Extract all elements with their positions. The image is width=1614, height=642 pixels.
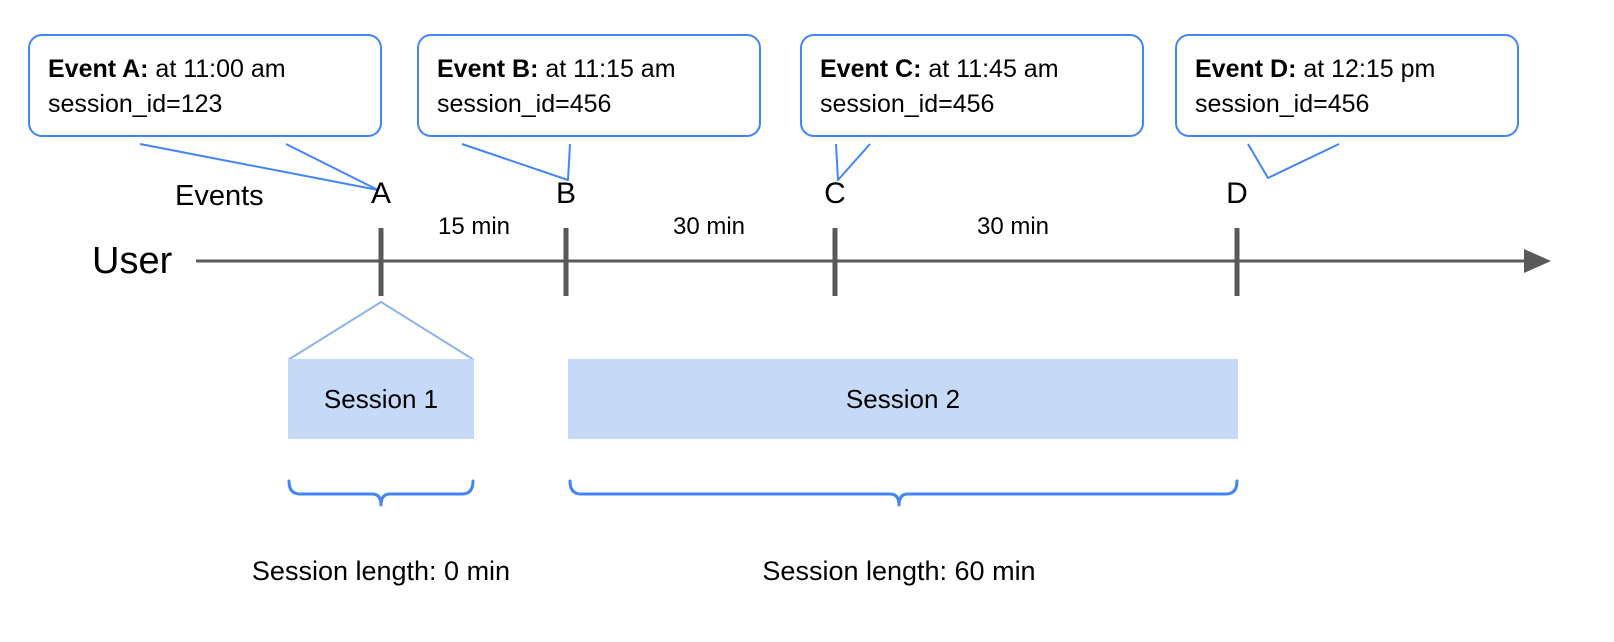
callout-b-tail bbox=[461, 143, 571, 181]
session-bar-1[interactable]: Session 1 bbox=[288, 359, 474, 439]
callout-d-tail bbox=[1247, 143, 1340, 179]
callout-b-session: session_id=456 bbox=[437, 89, 612, 118]
gap-label-a-b: 15 min bbox=[437, 213, 511, 240]
callout-a-tail bbox=[139, 143, 379, 191]
callout-b-time: at 11:15 am bbox=[538, 55, 676, 83]
gap-label-c-d: 30 min bbox=[976, 213, 1050, 240]
callout-b-title: Event B: bbox=[437, 55, 539, 83]
callout-a-title: Event A: bbox=[48, 55, 149, 83]
callout-a-time: at 11:00 am bbox=[148, 55, 286, 83]
callout-d-line1: Event D: at 12:15 pm bbox=[1195, 52, 1499, 87]
callout-c-tail bbox=[835, 143, 871, 181]
session-2-brace bbox=[568, 479, 1239, 507]
callout-a-line1: Event A: at 11:00 am bbox=[48, 52, 362, 87]
callout-c-line1: Event C: at 11:45 am bbox=[820, 52, 1124, 87]
session-bar-2-label: Session 2 bbox=[845, 383, 961, 414]
callout-b-line1: Event B: at 11:15 am bbox=[437, 52, 741, 87]
event-marker-d[interactable]: D bbox=[1226, 177, 1248, 210]
row-label-events: Events bbox=[175, 180, 264, 212]
callout-event-d: Event D: at 12:15 pm session_id=456 bbox=[1175, 34, 1519, 137]
callout-d-session: session_id=456 bbox=[1195, 89, 1370, 118]
callout-a-session: session_id=123 bbox=[48, 89, 223, 118]
event-marker-a[interactable]: A bbox=[370, 177, 392, 210]
event-marker-b[interactable]: B bbox=[555, 177, 577, 210]
session-bar-1-label: Session 1 bbox=[323, 383, 439, 414]
callout-d-time: at 12:15 pm bbox=[1296, 55, 1436, 83]
row-label-user: User bbox=[92, 240, 173, 282]
callout-event-c: Event C: at 11:45 am session_id=456 bbox=[800, 34, 1144, 137]
callout-c-time: at 11:45 am bbox=[921, 55, 1059, 83]
callout-event-b: Event B: at 11:15 am session_id=456 bbox=[417, 34, 761, 137]
callout-event-a: Event A: at 11:00 am session_id=123 bbox=[28, 34, 382, 137]
session-2-length-label: Session length: 60 min bbox=[762, 556, 1036, 586]
callout-d-title: Event D: bbox=[1195, 55, 1297, 83]
gap-label-b-c: 30 min bbox=[672, 213, 746, 240]
session-1-brace bbox=[287, 479, 475, 507]
callout-c-session: session_id=456 bbox=[820, 89, 995, 118]
session-1-connector bbox=[287, 301, 475, 361]
event-marker-c[interactable]: C bbox=[824, 177, 846, 210]
callout-c-title: Event C: bbox=[820, 55, 922, 83]
session-bar-2[interactable]: Session 2 bbox=[568, 359, 1238, 439]
session-1-length-label: Session length: 0 min bbox=[251, 556, 511, 586]
